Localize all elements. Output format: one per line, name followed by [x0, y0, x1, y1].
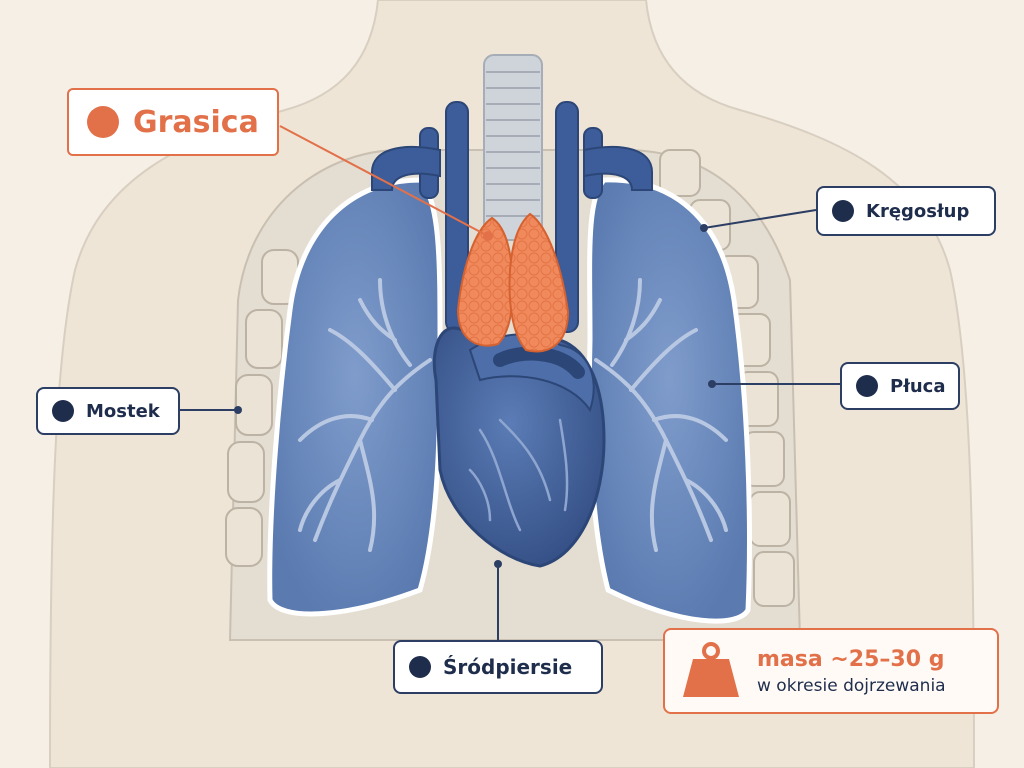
sternum-dot-icon [52, 400, 74, 422]
sternum-label-text: Mostek [86, 400, 160, 422]
thymus-gland [456, 212, 570, 353]
thymus-dot-icon [87, 106, 119, 138]
leader-lines [180, 125, 840, 640]
spine-dot-icon [832, 200, 854, 222]
thymus-label: Grasica [67, 88, 279, 156]
spine-label-text: Kręgosłup [866, 200, 970, 222]
mass-info-box: masa ~25–30 g w okresie dojrzewania [663, 628, 999, 714]
spine-label: Kręgosłup [816, 186, 996, 236]
sternum-label: Mostek [36, 387, 180, 435]
right-lung [586, 177, 752, 624]
weight-icon [683, 642, 739, 697]
mediastinum-dot-icon [409, 656, 431, 678]
lungs-label-text: Płuca [890, 375, 946, 397]
vertebrae-column [659, 149, 795, 607]
mediastinum-label-text: Śródpiersie [443, 655, 573, 679]
mass-text: masa ~25–30 g w okresie dojrzewania [757, 647, 946, 696]
lungs-label: Płuca [840, 362, 960, 410]
thymus-label-text: Grasica [133, 104, 259, 140]
heart [432, 326, 606, 568]
sternum-column [225, 249, 299, 567]
lungs-dot-icon [856, 375, 878, 397]
bronchi-left [298, 278, 432, 552]
mass-value: masa ~25–30 g [757, 646, 945, 672]
mediastinum-label: Śródpiersie [393, 640, 603, 694]
great-vessels [371, 101, 653, 333]
bronchi-right [594, 278, 728, 552]
trachea [483, 54, 543, 241]
mass-note: w okresie dojrzewania [757, 675, 946, 696]
